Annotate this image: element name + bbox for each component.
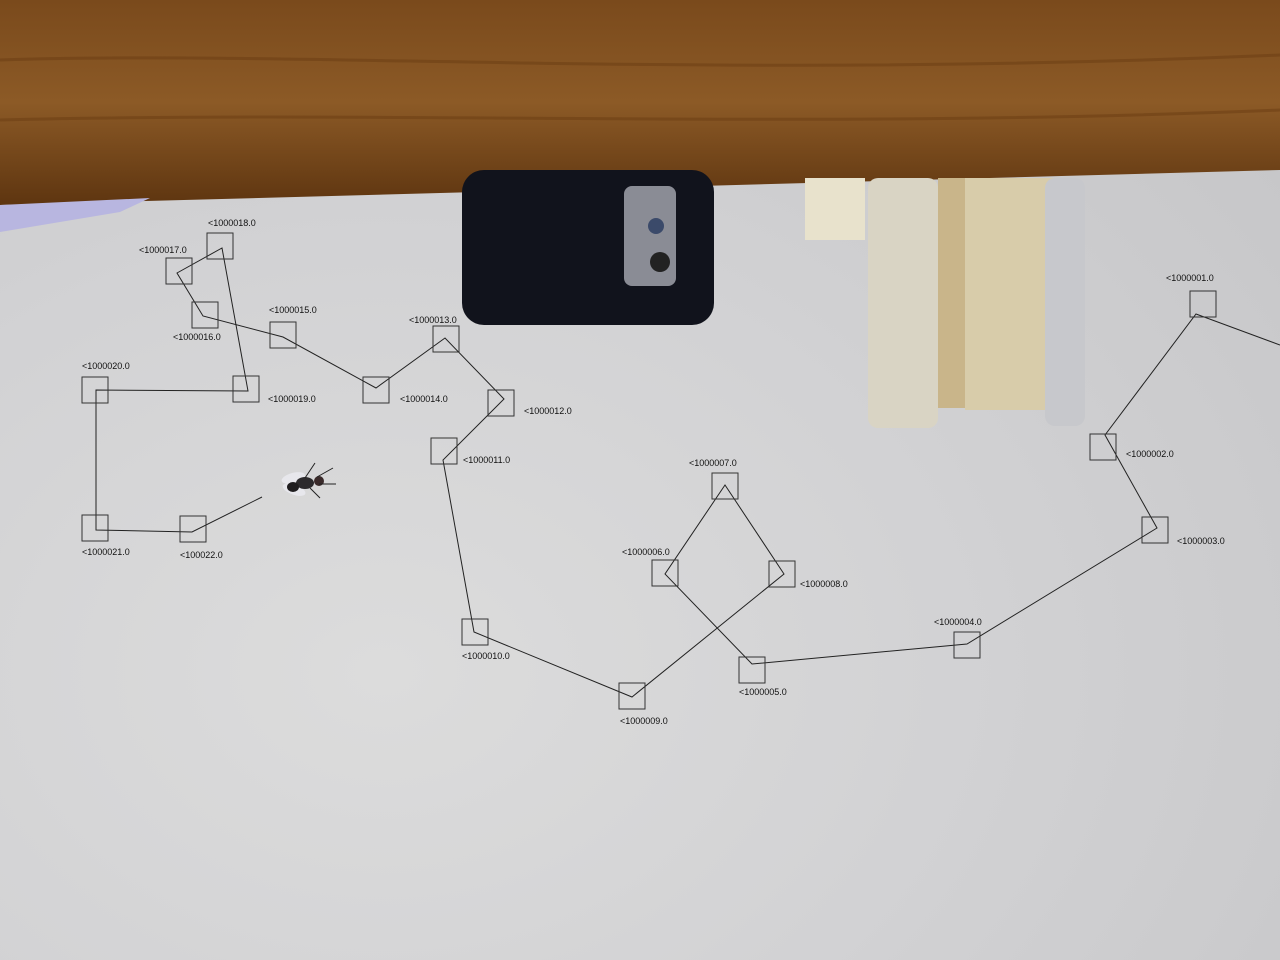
track-node-box	[651, 559, 679, 587]
phone	[462, 170, 714, 325]
track-node-label: <1000001.0	[1166, 273, 1214, 283]
track-node-label: <1000013.0	[409, 315, 457, 325]
track-node-label: <100022.0	[180, 550, 223, 560]
track-node-box	[191, 301, 219, 329]
track-node-box	[432, 325, 460, 353]
book-card	[805, 178, 865, 240]
track-node-box	[953, 631, 981, 659]
track-node-label: <1000012.0	[524, 406, 572, 416]
track-node-box	[618, 682, 646, 710]
track-node-label: <1000008.0	[800, 579, 848, 589]
track-node-label: <1000007.0	[689, 458, 737, 468]
track-node-box	[1089, 433, 1117, 461]
track-node-label: <1000021.0	[82, 547, 130, 557]
track-path	[95, 247, 1280, 698]
track-node-box	[81, 514, 109, 542]
track-node-label: <1000006.0	[622, 547, 670, 557]
track-node-label: <1000002.0	[1126, 449, 1174, 459]
sky-glimpse	[0, 198, 150, 232]
wooden-shelf	[0, 0, 1280, 205]
track-node-box	[430, 437, 458, 465]
track-node-box	[206, 232, 234, 260]
track-node-box	[362, 376, 390, 404]
track-node-box	[269, 321, 297, 349]
track-node-label: <1000009.0	[620, 716, 668, 726]
track-node-box	[461, 618, 489, 646]
track-node-box	[738, 656, 766, 684]
track-node-label: <1000017.0	[139, 245, 187, 255]
track-node-box	[1189, 290, 1217, 318]
fly-track: <1000001.0 <1000002.0 <1000003.0 <1000004.0…	[81, 218, 1280, 726]
track-node-box	[711, 472, 739, 500]
track-node-box	[768, 560, 796, 588]
track-node-box	[487, 389, 515, 417]
track-node-label: <1000004.0	[934, 617, 982, 627]
track-node-box	[232, 375, 260, 403]
track-node-label: <1000018.0	[208, 218, 256, 228]
track-node-box	[179, 515, 207, 543]
track-node-label: <1000015.0	[269, 305, 317, 315]
track-node-label: <1000003.0	[1177, 536, 1225, 546]
book	[868, 178, 938, 428]
track-node-label: <1000020.0	[82, 361, 130, 371]
track-node-label: <1000014.0	[400, 394, 448, 404]
track-node-label: <1000005.0	[739, 687, 787, 697]
track-node-label: <1000011.0	[463, 455, 510, 465]
track-node-label: <1000019.0	[268, 394, 316, 404]
track-node-box	[81, 376, 109, 404]
track-node-box	[165, 257, 193, 285]
track-node-label: <1000016.0	[173, 332, 221, 342]
fly	[281, 462, 336, 499]
track-node-box	[1141, 516, 1169, 544]
track-node-label: <1000010.0	[462, 651, 510, 661]
